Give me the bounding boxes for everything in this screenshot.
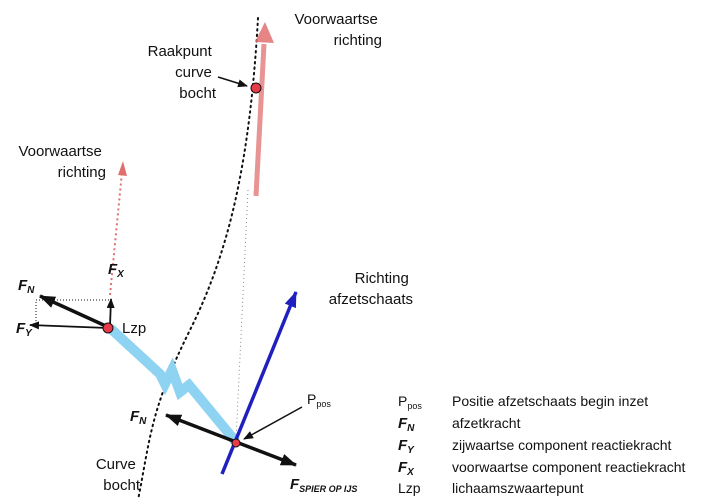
fx-label: FX <box>108 261 125 280</box>
forward-direction-left-arrowhead <box>118 161 127 176</box>
ppos-label: Ppos <box>307 391 331 409</box>
fspier-label: FSPIER OP IJS <box>290 476 357 494</box>
forward-left-label: Voorwaartse richting <box>18 143 106 181</box>
fn-top-label: FN <box>18 277 35 296</box>
legend-text-ppos: Positie afzetschaats begin inzet <box>452 393 648 409</box>
curve-label: Curve bocht <box>96 456 141 494</box>
push-direction-arrow <box>220 291 298 475</box>
legend-symbol-fx: FX <box>398 459 415 478</box>
tangent-point <box>250 82 262 94</box>
forward-direction-arrowhead <box>255 22 274 43</box>
legend-symbol-fn: FN <box>398 415 415 434</box>
legend-symbol-ppos: Ppos <box>398 393 422 411</box>
ppos-pointer <box>243 406 303 440</box>
legend: Ppos Positie afzetschaats begin inzet FN… <box>398 393 686 496</box>
fy-label: FY <box>16 320 33 339</box>
forward-direction-arrow <box>253 43 267 197</box>
fspier-arrow <box>235 440 297 467</box>
decomposition-lines <box>35 299 110 324</box>
legend-symbol-fy: FY <box>398 437 415 456</box>
fn-top-arrow <box>39 294 109 329</box>
legend-text-fn: afzetkracht <box>452 415 521 431</box>
fn-bottom-arrow <box>165 413 237 444</box>
legend-text-fx: voorwaartse component reactiekracht <box>452 459 686 475</box>
push-direction-label: Richting afzetschaats <box>329 270 413 308</box>
legend-text-lzp: lichaamszwaartepunt <box>452 480 584 496</box>
forward-top-label: Voorwaartse richting <box>294 11 382 49</box>
tangent-pointer <box>217 76 248 88</box>
foot-point <box>231 438 241 448</box>
fn-bottom-label: FN <box>130 408 147 427</box>
forward-direction-left-arrow <box>109 171 123 296</box>
fy-arrow <box>29 321 109 330</box>
lzp-label: Lzp <box>122 320 146 337</box>
leg-segment <box>106 324 240 446</box>
lzp-point <box>102 322 114 334</box>
tangent-point-label: Raakpunt curve bocht <box>148 43 217 102</box>
fx-arrow <box>106 298 115 327</box>
reference-line <box>235 189 249 441</box>
legend-text-fy: zijwaartse component reactiekracht <box>452 437 672 453</box>
legend-symbol-lzp: Lzp <box>398 480 421 496</box>
